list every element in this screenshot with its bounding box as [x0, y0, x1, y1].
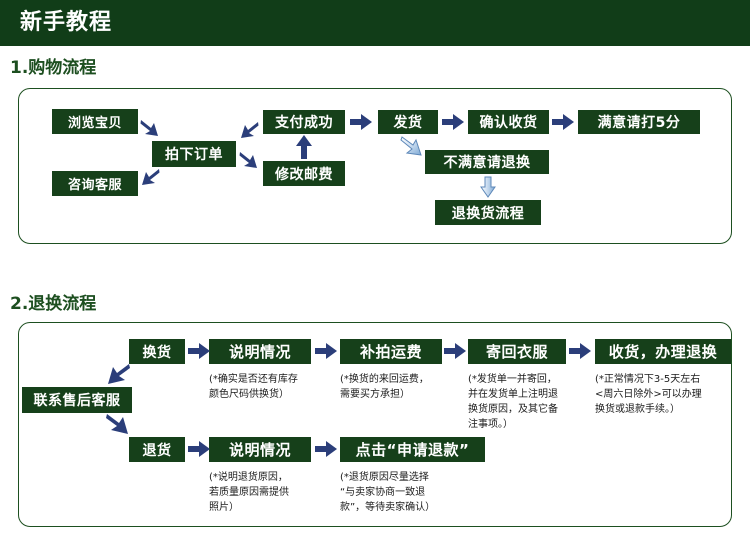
arrow-contact-to-exchange-icon — [105, 362, 131, 388]
arrow-ship-to-unsatisfied-icon — [400, 136, 424, 158]
box-ship-goods[interactable]: 发货 — [378, 110, 438, 134]
arrow-exchange-to-explain-icon — [188, 343, 210, 359]
box-apply-refund[interactable]: 点击“申请退款” — [340, 437, 485, 462]
note-exchange-fee: (*换货的来回运费， 需要买方承担） — [340, 374, 429, 400]
arrow-postage-to-pay-icon — [296, 135, 312, 159]
box-confirm-receipt[interactable]: 确认收货 — [468, 110, 549, 134]
note-send-back: (*发货单一并寄回， 并在发货单上注明退 换货原因，及其它备 注事项。） — [468, 374, 558, 430]
note-exchange-stock: (*确实是否还有库存 颜色尺码供换货） — [209, 374, 298, 400]
box-extra-shipping[interactable]: 补拍运费 — [340, 339, 442, 364]
box-explain-exchange[interactable]: 说明情况 — [209, 339, 311, 364]
arrow-explain-to-apply-icon — [315, 441, 337, 457]
box-refund[interactable]: 退货 — [129, 437, 185, 462]
box-browse-item[interactable]: 浏览宝贝 — [52, 109, 138, 134]
box-consult-service[interactable]: 咨询客服 — [52, 171, 138, 196]
box-return-flow[interactable]: 退换货流程 — [435, 200, 541, 225]
arrow-browse-to-order-icon — [139, 118, 161, 140]
arrow-confirm-to-rate-icon — [552, 114, 574, 130]
page-title: 新手教程 — [20, 10, 113, 35]
box-send-back-clothes[interactable]: 寄回衣服 — [468, 339, 566, 364]
arrow-order-to-pay-icon — [238, 120, 260, 142]
arrow-unsatisfied-to-returnflow-icon — [479, 176, 497, 198]
note-apply-refund: (*退货原因尽量选择 “与卖家协商一致退 款”，等待卖家确认） — [340, 472, 436, 513]
box-modify-postage[interactable]: 修改邮费 — [263, 161, 345, 186]
section-title-return: 2.退换流程 — [10, 294, 97, 314]
box-exchange[interactable]: 换货 — [129, 339, 185, 364]
arrow-contact-to-refund-icon — [105, 412, 131, 438]
box-contact-after-sales[interactable]: 联系售后客服 — [22, 387, 132, 413]
arrow-order-to-postage-icon — [238, 150, 260, 172]
arrow-refund-to-explain-icon — [188, 441, 210, 457]
arrow-ship-to-confirm-icon — [442, 114, 464, 130]
arrow-extra-to-sendback-icon — [444, 343, 466, 359]
section-title-shopping: 1.购物流程 — [10, 58, 97, 78]
arrow-sendback-to-receive-icon — [569, 343, 591, 359]
box-receive-process[interactable]: 收货，办理退换 — [595, 339, 731, 364]
note-refund-reason: (*说明退货原因， 若质量原因需提供 照片） — [209, 472, 289, 513]
box-explain-refund[interactable]: 说明情况 — [209, 437, 311, 462]
arrow-explain-to-extra-icon — [315, 343, 337, 359]
box-place-order[interactable]: 拍下订单 — [152, 141, 236, 167]
arrow-consult-to-order-icon — [139, 167, 161, 189]
box-unsatisfied[interactable]: 不满意请退换 — [425, 150, 549, 174]
page-header: 新手教程 — [0, 0, 750, 46]
box-pay-success[interactable]: 支付成功 — [263, 110, 345, 134]
note-receive-days: (*正常情况下3-5天左右 <周六日除外>可以办理 换货或退款手续。） — [595, 374, 702, 415]
arrow-pay-to-ship-icon — [350, 114, 372, 130]
box-rate-five[interactable]: 满意请打5分 — [578, 110, 700, 134]
